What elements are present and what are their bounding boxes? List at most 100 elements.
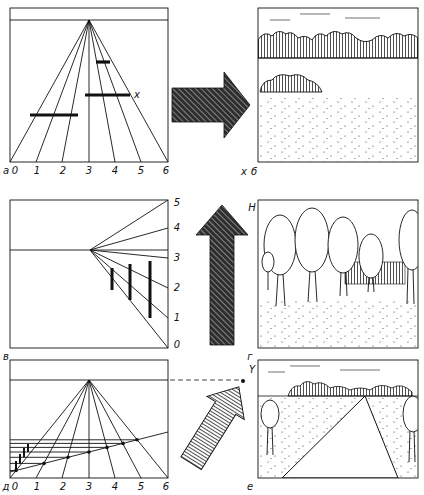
scale-number: 4 [112, 482, 118, 492]
landscape-sketch [300, 14, 330, 15]
scale-number: 6 [163, 166, 169, 176]
height-bar [149, 261, 152, 318]
landscape-sketch [258, 31, 418, 58]
landscape-sketch [345, 18, 380, 19]
axis-label: Y [249, 365, 255, 375]
landscape-sketch [258, 58, 418, 59]
tree-sketch [262, 208, 418, 306]
panel-frame [258, 200, 418, 348]
perspective-grid [10, 8, 168, 162]
scale-number: 3 [86, 482, 92, 492]
tree-sketch [315, 270, 317, 302]
perspective-grid [10, 200, 168, 348]
tree-sketch [413, 268, 414, 304]
road-sketch [403, 396, 418, 432]
intersection-dot [42, 462, 46, 466]
height-tick [16, 444, 28, 471]
tree-sketch [368, 276, 369, 292]
road-sketch [261, 400, 279, 428]
perspective-grid [36, 380, 89, 478]
tree-sketch [407, 268, 408, 304]
block-arrow [196, 205, 248, 345]
perspective-grid [10, 360, 168, 478]
perspective-grid [89, 20, 90, 162]
scale-number: 0 [174, 340, 180, 350]
perspective-grid [90, 200, 168, 250]
perspective-grid [89, 380, 90, 478]
tree-sketch [262, 252, 274, 272]
tree-sketch [359, 234, 383, 278]
road-sketch [409, 430, 410, 462]
panel-frame [258, 360, 418, 478]
scale-number: 5 [138, 482, 144, 492]
perspective-grid [89, 380, 115, 478]
height-tick [27, 444, 29, 452]
tree-sketch [373, 276, 374, 292]
height-bar [111, 268, 114, 290]
perspective-grid [62, 20, 89, 162]
scale-number: 2 [60, 166, 66, 176]
perspective-grid [89, 20, 115, 162]
road-sketch [268, 372, 285, 373]
scale-number: 5 [138, 166, 144, 176]
scale-number: 4 [174, 223, 180, 233]
scale-number: 2 [174, 283, 180, 293]
perspective-grid [10, 8, 168, 162]
scale-number: 4 [112, 166, 118, 176]
tree-sketch [268, 270, 269, 290]
scale-number: 1 [34, 482, 40, 492]
intersection-dot [66, 456, 70, 460]
landscape-sketch [270, 20, 290, 21]
tree-sketch [399, 210, 418, 270]
block-arrow [196, 205, 248, 345]
tree-sketch [308, 270, 310, 302]
height-bar [129, 264, 132, 300]
intersection-dot [14, 438, 139, 472]
perspective-grid [62, 380, 89, 478]
road-sketch [290, 366, 320, 367]
scale-number: 1 [174, 313, 180, 323]
block-arrow [172, 72, 250, 138]
scale-number: 1 [34, 166, 40, 176]
perspective-grid [10, 439, 137, 440]
panel-letter: г [247, 352, 252, 362]
landscape-sketch [270, 14, 380, 20]
horizon-extension [170, 380, 240, 381]
tree-sketch [283, 274, 285, 306]
scale-number: 6 [163, 482, 169, 492]
block-arrow [172, 72, 250, 138]
axis-label: x [134, 90, 140, 100]
scale-number: 2 [60, 482, 66, 492]
perspective-grid [89, 20, 141, 162]
tree-sketch [340, 272, 341, 296]
depth-bar [85, 93, 130, 96]
scale-number: 3 [86, 166, 92, 176]
horizon-extension [170, 379, 245, 383]
panel-letter: д [3, 482, 10, 492]
perspective-grid [89, 20, 168, 162]
landscape-sketch [260, 75, 322, 92]
road-sketch [261, 396, 418, 462]
perspective-grid [90, 250, 168, 258]
tree-sketch [328, 217, 358, 273]
block-arrow [172, 375, 257, 475]
perspective-grid [10, 452, 89, 453]
axis-label: x [241, 167, 247, 177]
scale-number: 5 [174, 198, 180, 208]
perspective-grid [10, 457, 68, 458]
perspective-grid [36, 20, 89, 162]
scale-number: 0 [12, 166, 18, 176]
perspective-grid [90, 250, 168, 348]
depth-bar [30, 113, 78, 116]
perspective-grid [10, 447, 107, 448]
road-sketch [258, 396, 418, 397]
perspective-grid [10, 20, 89, 162]
landscape-sketch [258, 98, 418, 162]
intersection-dot [121, 442, 125, 446]
perspective-grid [89, 380, 141, 478]
road-sketch [258, 366, 418, 478]
panel-letter: е [247, 482, 253, 492]
perspective-grid [10, 200, 168, 348]
perspective-grid [90, 250, 168, 318]
